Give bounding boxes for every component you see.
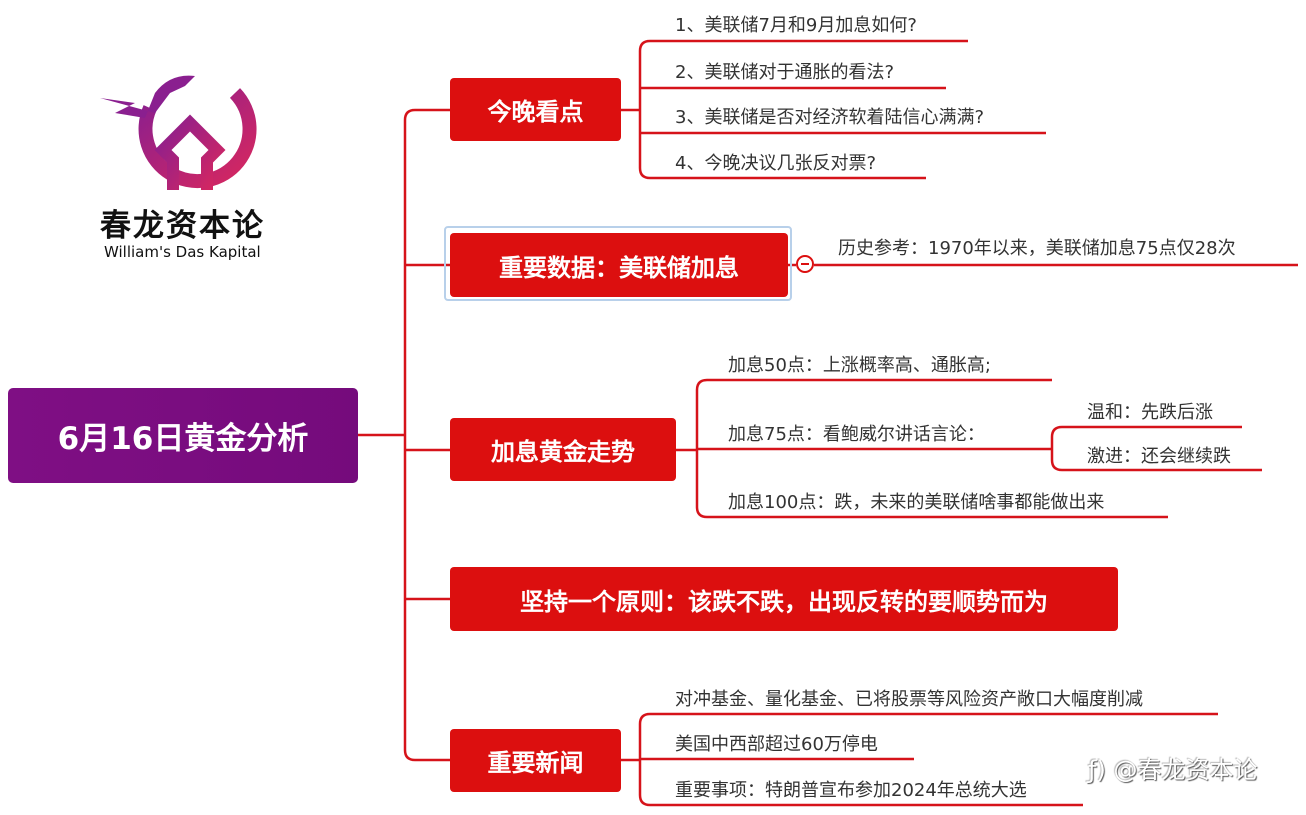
root-node[interactable]: 6月16日黄金分析: [8, 388, 358, 483]
leaf-item[interactable]: 1、美联储7月和9月加息如何?: [675, 15, 917, 36]
sub-leaf-item[interactable]: 温和：先跌后涨: [1087, 402, 1213, 423]
sub-leaf-item[interactable]: 激进：还会继续跌: [1087, 446, 1231, 467]
branch-principle[interactable]: 坚持一个原则：该跌不跌，出现反转的要顺势而为: [450, 567, 1118, 631]
watermark: ƒ) @春龙资本论: [1088, 750, 1257, 785]
leaf-item[interactable]: 对冲基金、量化基金、已将股票等风险资产敞口大幅度削减: [675, 689, 1143, 710]
logo-name-cn: 春龙资本论: [100, 208, 265, 244]
leaf-item[interactable]: 2、美联储对于通胀的看法?: [675, 62, 895, 83]
dragon-logo-icon: [100, 75, 257, 190]
selection-outline: [444, 226, 792, 301]
logo: [95, 68, 285, 268]
branch-key-news[interactable]: 重要新闻: [450, 729, 621, 792]
branch-tonight-focus[interactable]: 今晚看点: [450, 78, 621, 141]
leaf-item[interactable]: 美国中西部超过60万停电: [675, 734, 878, 755]
collapse-toggle-icon[interactable]: [796, 255, 814, 273]
leaf-item[interactable]: 4、今晚决议几张反对票?: [675, 153, 877, 174]
branch-gold-trend[interactable]: 加息黄金走势: [450, 418, 676, 481]
leaf-item[interactable]: 3、美联储是否对经济软着陆信心满满?: [675, 107, 985, 128]
logo-name-en: William's Das Kapital: [104, 243, 261, 261]
leaf-item[interactable]: 重要事项：特朗普宣布参加2024年总统大选: [675, 780, 1027, 801]
leaf-item[interactable]: 加息100点：跌，未来的美联储啥事都能做出来: [728, 492, 1105, 513]
zhihu-icon: ƒ): [1088, 756, 1114, 784]
watermark-text: @春龙资本论: [1113, 756, 1258, 784]
leaf-item[interactable]: 加息50点：上涨概率高、通胀高;: [728, 355, 991, 376]
leaf-item[interactable]: 历史参考：1970年以来，美联储加息75点仅28次: [838, 238, 1236, 259]
branch-key-data[interactable]: 重要数据：美联储加息: [450, 233, 788, 297]
leaf-item[interactable]: 加息75点：看鲍威尔讲话言论：: [728, 424, 985, 445]
